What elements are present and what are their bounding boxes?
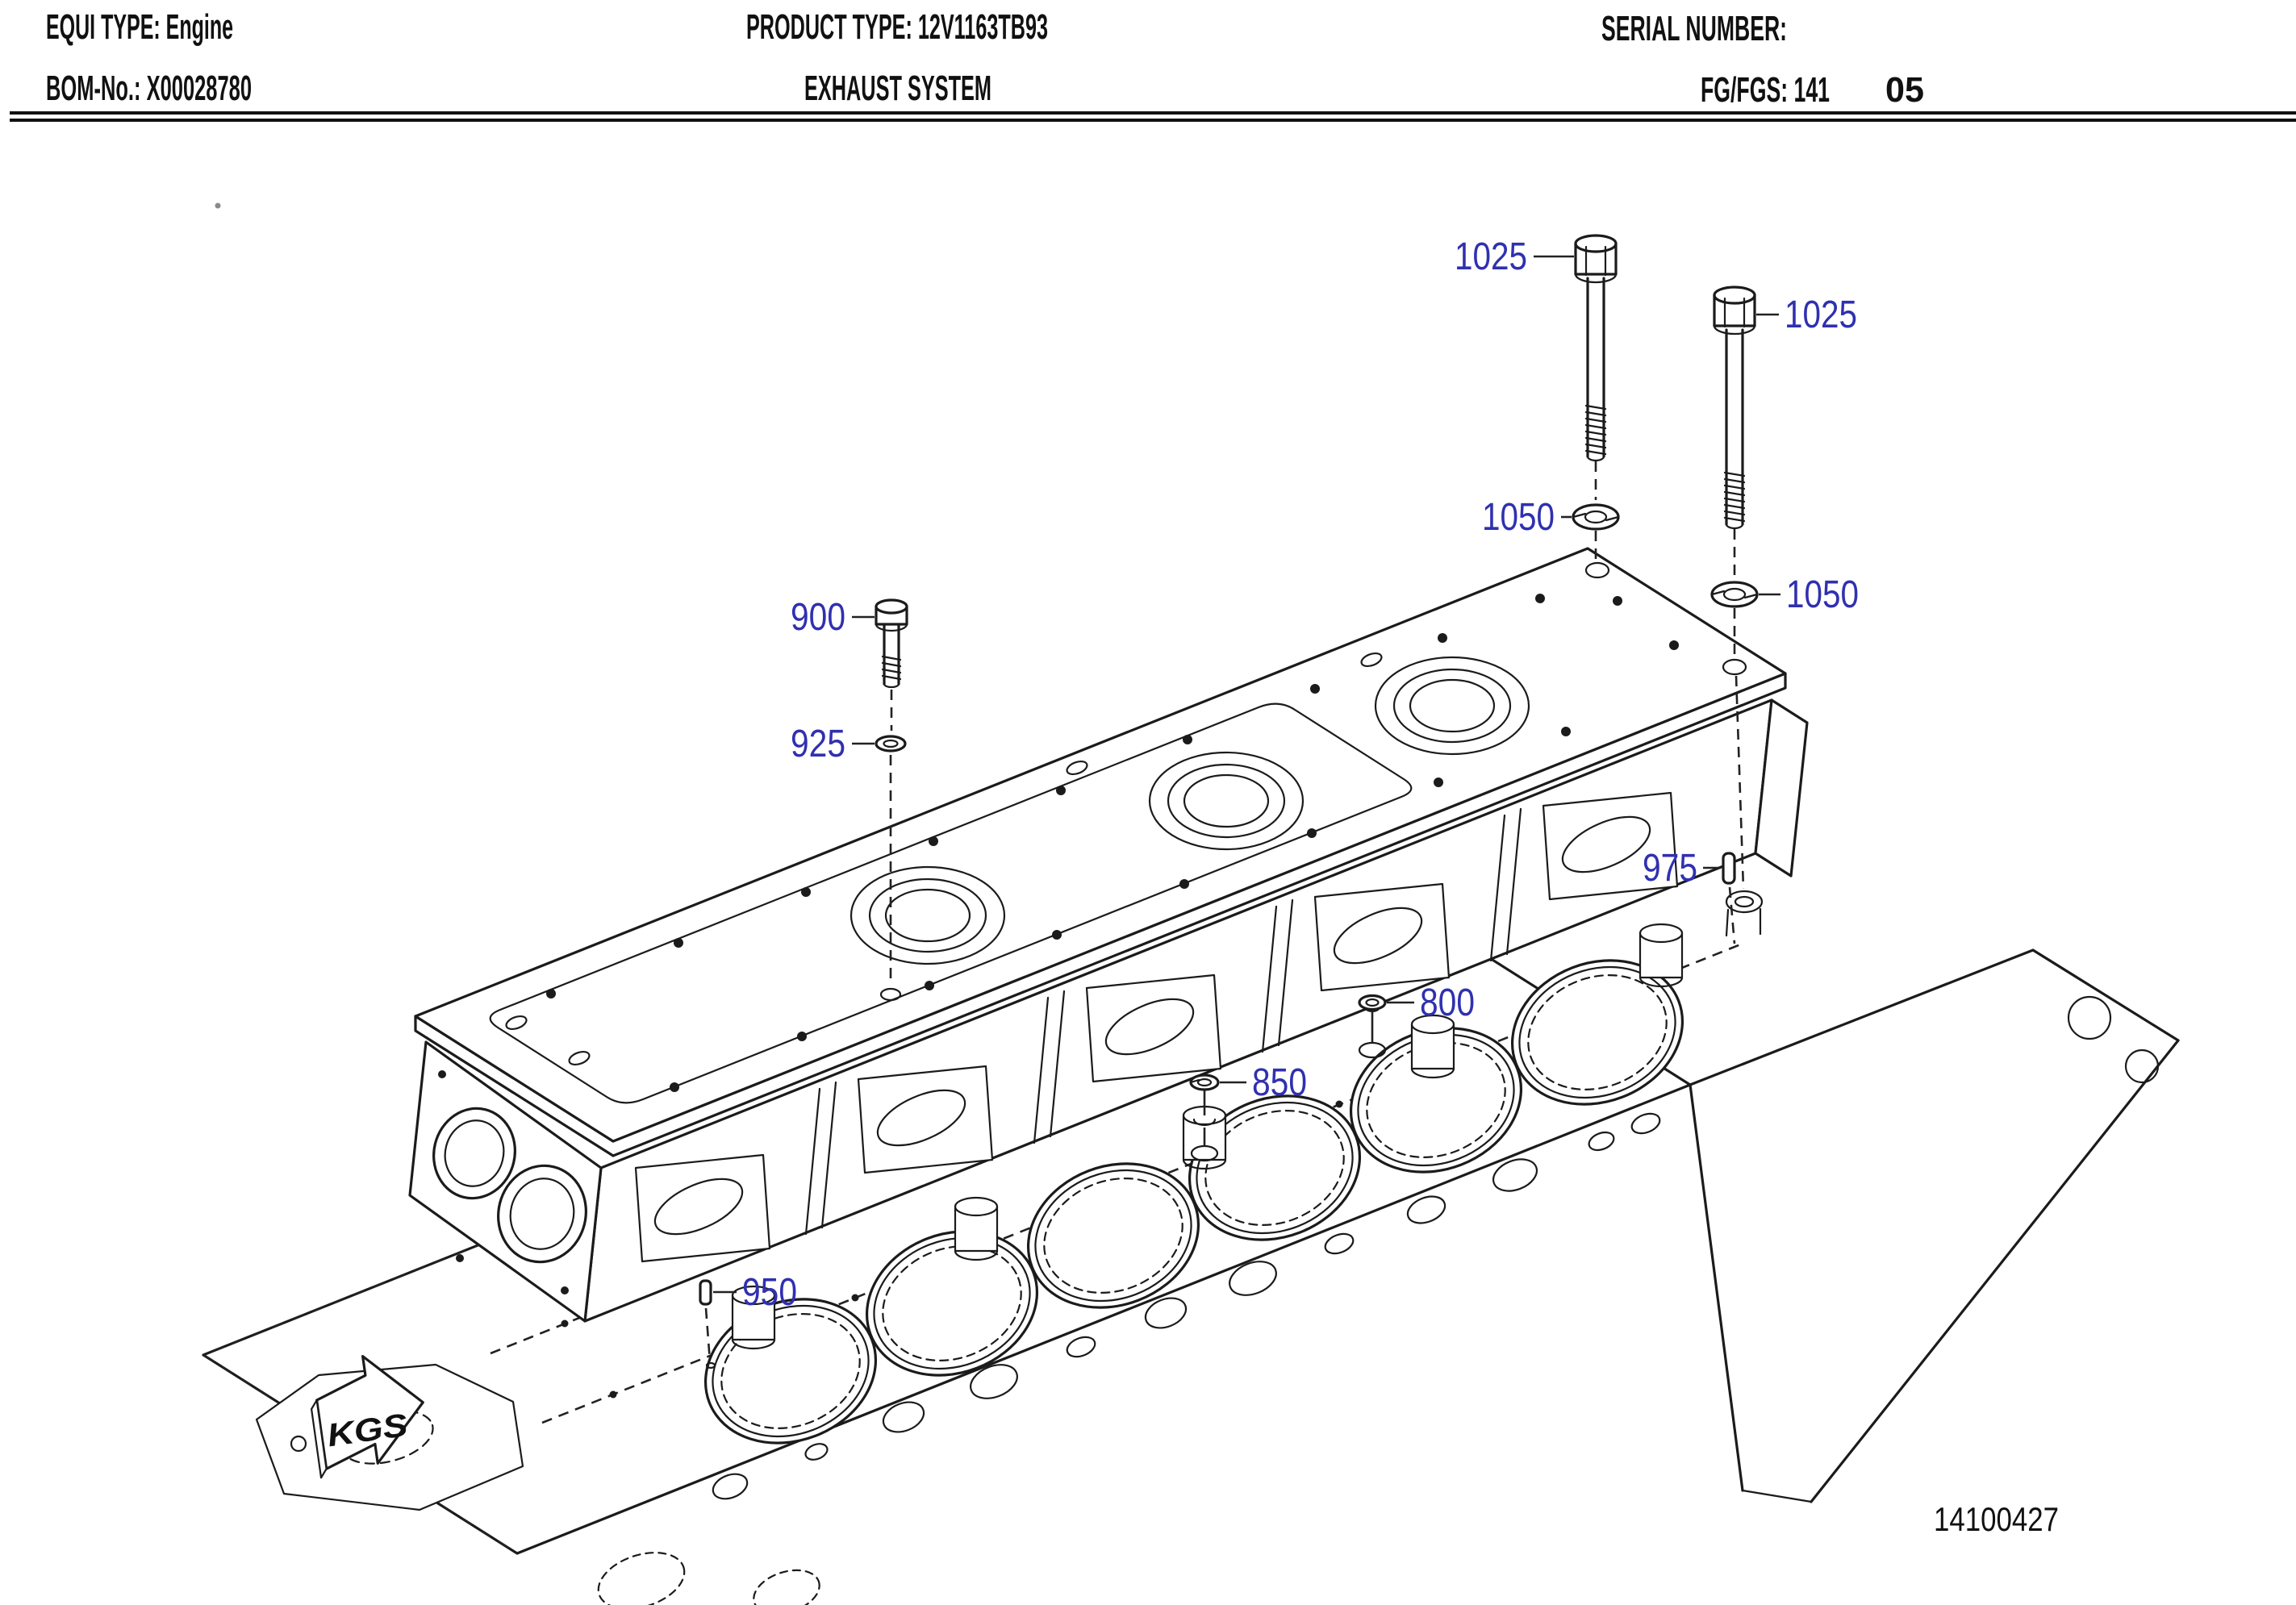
callout-800: 800 [1420,982,1475,1024]
drawing-number: 14100427 [1934,1500,2059,1538]
bolt-hole-right [1722,658,1747,676]
serial-number-text: SERIAL NUMBER: [1601,9,1787,48]
header-rule-top [10,111,2296,115]
system-title-text: EXHAUST SYSTEM [804,69,991,108]
gasket-outline [489,702,1413,1104]
thread-hatch-right [1723,471,1746,523]
callout-900: 900 [791,596,845,639]
callout-1050-left: 1050 [1482,496,1555,539]
short-bolt [875,598,908,1002]
deck-passage-holes [712,1112,1661,1500]
long-bolt-left [1574,234,1618,560]
callout-850: 850 [1252,1061,1307,1104]
long-bolt-right [1713,286,1756,890]
deck-ring-openings [850,656,1530,965]
fg-fgs-suffix-text: 05 [1885,70,1924,110]
block-boss-right [1725,890,1764,937]
callout-950: 950 [742,1271,797,1314]
title-block: EQUI TYPE: Engine PRODUCT TYPE: 12V1163T… [10,7,2296,122]
hidden-bore-arc-1 [597,1552,686,1605]
bolt-hole-left [1584,561,1610,579]
callout-1025-left: 1025 [1455,236,1527,278]
bom-no-text: BOM-No.: X00028780 [46,69,252,108]
thread-hatch-left [1584,404,1607,456]
plug-screw [1358,994,1387,1059]
cylinder-bores [703,959,1684,1444]
callout-925: 925 [791,723,845,765]
head-exhaust-ports [634,791,1684,1350]
head-right-face [1754,698,1809,878]
callout-975: 975 [1643,847,1697,890]
lock-washer-right [1710,581,1759,608]
cylinder-head-drawing [408,547,1809,1350]
block-right-end [1689,948,2180,1503]
dowel-pin [699,1279,716,1369]
callout-1050-right: 1050 [1786,573,1859,616]
deck-oval-holes [505,652,1383,1066]
product-type-text: PRODUCT TYPE: 12V1163TB93 [746,7,1048,47]
hidden-bore-arc-2 [753,1569,820,1605]
thread-hatch-short [881,655,902,681]
equi-type-text: EQUI TYPE: Engine [46,7,233,47]
engine-block-drawing [202,871,2180,1605]
lock-washer-left [1572,503,1620,531]
header-rule-bottom [10,119,2296,122]
stray-mark [215,202,221,209]
head-feet [731,923,1684,1350]
callout-1025-right: 1025 [1785,294,1857,336]
head-left-face-bores [432,1070,587,1294]
mid-washer [1189,1073,1220,1162]
deck-stud-holes [546,594,1679,1092]
callout-labels: 1025 1025 1050 1050 900 925 975 800 850 … [713,236,1859,1314]
small-washer [875,735,907,752]
fg-fgs-text: FG/FGS: 141 [1701,70,1830,110]
pin-right [1722,852,1736,944]
